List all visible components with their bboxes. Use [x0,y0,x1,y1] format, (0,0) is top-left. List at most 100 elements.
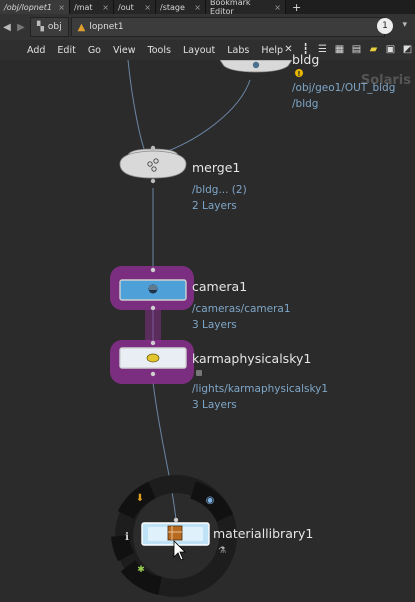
tab-label: /stage [160,2,185,12]
close-icon[interactable]: × [194,2,201,12]
node-info-merge1: /bldg... (2) 2 Layers [192,182,247,214]
path-bar: ◀ ▶ ▚ obj ▲ lopnet1 1 ▾ [0,14,415,41]
tab-obj-lopnet1[interactable]: /obj/lopnet1 × [0,0,70,14]
network-icon: ▚ [37,22,44,32]
parameter-view-icon[interactable]: ▤ [351,44,362,55]
menu-tools[interactable]: Tools [147,44,171,56]
menu-go[interactable]: Go [87,44,101,56]
list-view-icon[interactable]: ☰ [318,44,327,55]
forward-arrow-icon[interactable]: ▶ [17,21,25,33]
input-connector[interactable] [173,517,179,523]
close-icon[interactable]: × [102,2,109,12]
node-materiallibrary1[interactable]: ⬇ ◉ i ✱ ⚗ [111,475,237,597]
network-editor[interactable]: Solaris ! [0,52,415,602]
grid-view-icon[interactable]: ▦ [334,44,345,55]
node-shell[interactable] [119,150,187,179]
node-merge1[interactable] [119,145,187,184]
info-icon[interactable]: i [125,532,129,543]
node-info-line: 3 Layers [192,399,237,411]
add-tab-button[interactable]: + [292,0,302,14]
input-connector[interactable] [150,267,156,273]
close-icon[interactable]: × [144,2,151,12]
sky-light-icon [146,353,160,363]
close-icon[interactable]: × [274,2,281,12]
node-name-bldg[interactable]: bldg [292,52,320,67]
lock-icon [196,370,202,376]
display-flag-eye-icon[interactable]: ◉ [206,495,215,506]
menu-layout[interactable]: Layout [182,44,216,56]
radial-segment-debug[interactable] [120,560,163,595]
input-connector[interactable] [150,145,156,151]
node-name-materiallibrary1[interactable]: materiallibrary1 [213,526,314,541]
close-icon[interactable]: × [58,2,65,12]
radial-segment-template[interactable] [117,481,156,520]
menu-labs[interactable]: Labs [227,44,250,56]
node-camera1[interactable] [110,266,194,311]
node-info-camera1: /cameras/camera1 3 Layers [192,301,291,333]
node-info-line: 3 Layers [192,319,237,331]
path-crumb-lopnet1[interactable]: ▲ lopnet1 [70,17,385,37]
node-graph: ! [110,60,303,597]
node-info-bldg: /obj/geo1/OUT_bldg /bldg [292,80,395,112]
crumb-label: obj [47,22,62,32]
overview-icon[interactable]: ◩ [402,44,413,55]
output-connector[interactable] [150,371,156,377]
mouse-cursor-icon [173,540,186,561]
merge-icon [147,161,153,167]
node-info-line: /obj/geo1/OUT_bldg [292,82,396,94]
crumb-label: lopnet1 [89,22,124,32]
debug-bug-icon[interactable]: ✱ [137,565,145,575]
geometry-icon [252,61,260,69]
wrench-icon[interactable]: ✕ [284,44,293,55]
chevron-down-icon[interactable]: ▾ [402,20,407,30]
output-connector[interactable] [150,178,156,184]
tab-bar: /obj/lopnet1 × /mat × /out × /stage × Bo… [0,0,415,16]
radial-segment-info[interactable] [111,534,135,562]
menu-help[interactable]: Help [261,44,284,56]
node-info-line: /cameras/camera1 [192,303,291,315]
selection-bridge [145,310,161,342]
zoom-level-badge[interactable]: 1 [377,18,393,34]
wire-in-left [127,60,147,155]
node-name-merge1[interactable]: merge1 [192,160,241,175]
tree-layout-icon[interactable]: ┇ [302,44,309,55]
context-watermark: Solaris [360,73,411,88]
node-info-line: 2 Layers [192,200,237,212]
menu-edit[interactable]: Edit [57,44,76,56]
template-flag-icon[interactable]: ⬇ [136,493,144,504]
tab-stage[interactable]: /stage × [156,0,206,14]
node-name-karmaphysicalsky1[interactable]: karmaphysicalsky1 [192,351,312,366]
tab-label: /out [118,2,134,12]
wire-bldg-merge [159,79,251,155]
node-info-line: /lights/karmaphysicalsky1 [192,383,329,395]
output-connector[interactable] [150,305,156,311]
tab-mat[interactable]: /mat × [70,0,114,14]
node-flag-icon: ⚗ [218,546,226,556]
lop-network-icon: ▲ [77,21,86,33]
menu-bar: Add Edit Go View Tools Layout Labs Help … [0,40,415,60]
merge-icon-part [153,158,159,164]
tab-label: /mat [74,2,93,12]
wire-sky-matlib [152,381,177,521]
menu-add[interactable]: Add [27,44,46,56]
menu-view[interactable]: View [113,44,136,56]
radial-segment-display[interactable] [189,481,234,523]
sticky-note-icon[interactable]: ▰ [369,44,378,55]
node-karmaphysicalsky1[interactable] [110,340,202,384]
tab-label: Bookmark Editor [210,0,251,16]
node-info-line: /bldg [292,98,319,110]
node-info-line: /bldg... (2) [192,184,247,196]
warning-icon[interactable] [295,69,303,77]
tab-out[interactable]: /out × [114,0,156,14]
node-bldg[interactable]: ! [219,60,303,78]
back-arrow-icon[interactable]: ◀ [3,21,11,33]
node-name-camera1[interactable]: camera1 [192,279,248,294]
input-connector[interactable] [150,340,156,346]
tab-bookmark-editor[interactable]: Bookmark Editor × [206,0,286,16]
node-info-karmaphysicalsky1: /lights/karmaphysicalsky1 3 Layers [192,381,328,413]
tab-label: /obj/lopnet1 [4,2,52,12]
camera-lens-icon [149,285,157,290]
path-crumb-obj[interactable]: ▚ obj [30,17,69,37]
material-library-icon [167,525,183,541]
network-box-icon[interactable]: ▣ [385,44,396,55]
